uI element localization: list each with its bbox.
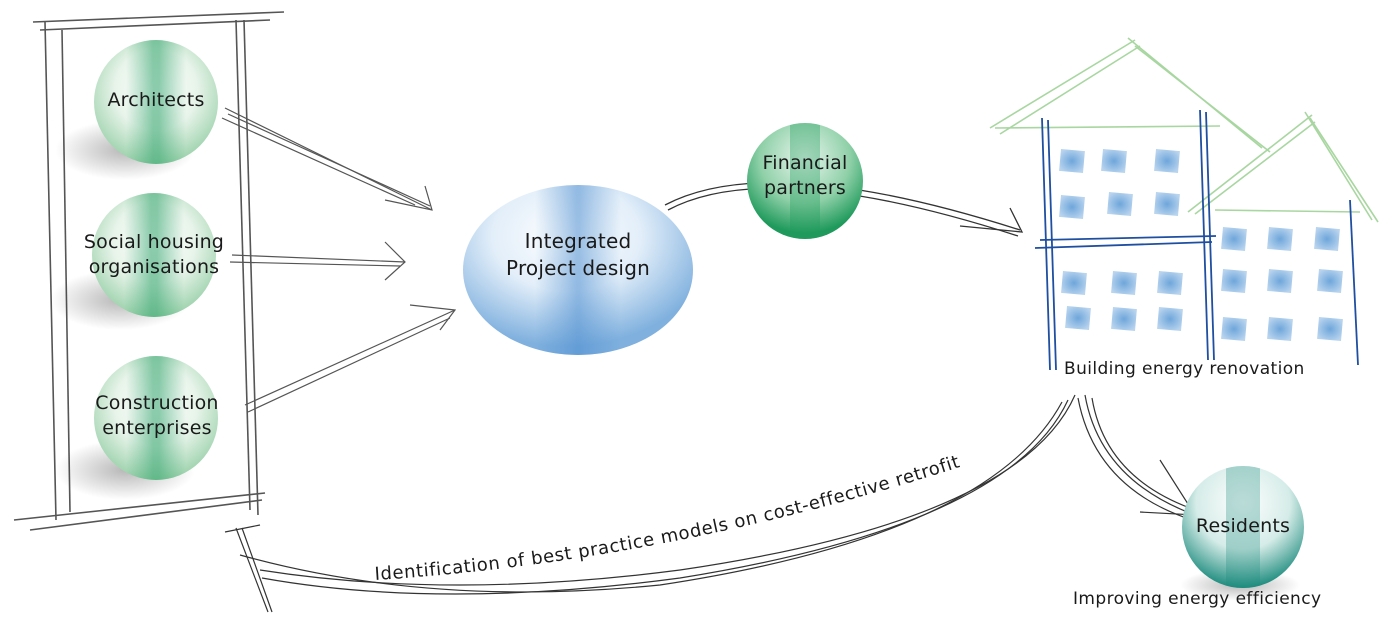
residents-node bbox=[1182, 466, 1304, 588]
integrated-project-node bbox=[463, 185, 693, 355]
building-sketch bbox=[989, 37, 1379, 371]
financial-partners-label: Financial partners bbox=[762, 152, 848, 199]
construction-node bbox=[94, 356, 218, 480]
financial-partners-node bbox=[747, 123, 863, 239]
social-housing-label: Social housing organisations bbox=[83, 231, 225, 278]
feedback-arrow bbox=[224, 394, 1076, 613]
actor-arrows bbox=[221, 107, 457, 413]
construction-label: Construction enterprises bbox=[95, 392, 219, 439]
residents-caption: Improving energy efficiency bbox=[1073, 589, 1322, 609]
integrated-project-label: Integrated Project design bbox=[506, 229, 650, 280]
building-caption: Building energy renovation bbox=[1064, 359, 1305, 379]
social-housing-node bbox=[92, 193, 216, 317]
architects-label: Architects bbox=[107, 89, 205, 111]
residents-arrow bbox=[1077, 394, 1197, 521]
actors-frame bbox=[13, 11, 285, 531]
residents-label: Residents bbox=[1195, 515, 1291, 537]
architects-node bbox=[94, 40, 218, 164]
feedback-label: Identification of best practice models o… bbox=[374, 451, 963, 585]
